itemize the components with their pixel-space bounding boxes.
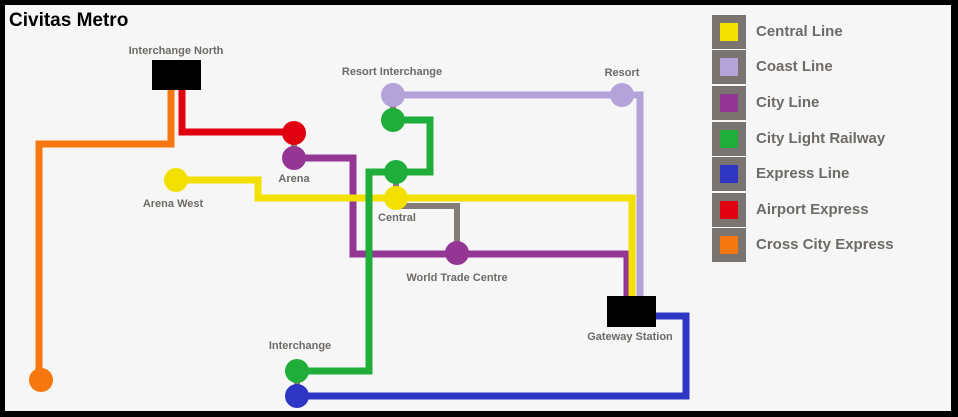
legend-swatch bbox=[712, 15, 746, 49]
coast-line bbox=[393, 91, 644, 297]
legend-label: Airport Express bbox=[756, 201, 869, 218]
station-interchange-clr[interactable] bbox=[285, 359, 309, 383]
station-central-clr[interactable] bbox=[384, 160, 408, 184]
label-resort-interchange: Resort Interchange bbox=[342, 66, 442, 78]
legend-item-express-line: Express Line bbox=[712, 157, 952, 192]
legend-label: Coast Line bbox=[756, 58, 833, 75]
label-interchange: Interchange bbox=[269, 340, 331, 352]
legend-item-central-line: Central Line bbox=[712, 15, 952, 50]
cross-city-express-line bbox=[35, 90, 175, 380]
station-resort[interactable] bbox=[610, 83, 634, 107]
central-line bbox=[176, 176, 636, 297]
legend-label: Cross City Express bbox=[756, 236, 894, 253]
legend-swatch bbox=[712, 86, 746, 120]
legend-swatch bbox=[712, 228, 746, 262]
city-line bbox=[294, 154, 631, 297]
label-arena-west: Arena West bbox=[143, 198, 204, 210]
station-cross-city-terminus[interactable] bbox=[29, 368, 53, 392]
label-central: Central bbox=[378, 212, 416, 224]
legend-swatch bbox=[712, 193, 746, 227]
station-arena-airport[interactable] bbox=[282, 121, 306, 145]
express-line bbox=[297, 312, 690, 400]
station-central[interactable] bbox=[384, 186, 408, 210]
station-interchange-north[interactable] bbox=[152, 60, 201, 90]
legend-label: City Light Railway bbox=[756, 130, 886, 147]
legend-swatch bbox=[712, 157, 746, 191]
transfer-link bbox=[396, 203, 460, 253]
legend-swatch bbox=[712, 50, 746, 84]
legend-swatch bbox=[712, 122, 746, 156]
station-resort-interchange-clr[interactable] bbox=[381, 108, 405, 132]
station-gateway[interactable] bbox=[607, 296, 656, 327]
station-arena[interactable] bbox=[282, 146, 306, 170]
station-resort-interchange[interactable] bbox=[381, 83, 405, 107]
legend-label: Central Line bbox=[756, 23, 843, 40]
legend-label: City Line bbox=[756, 94, 820, 111]
legend-item-city-light-railway: City Light Railway bbox=[712, 122, 952, 157]
station-interchange[interactable] bbox=[285, 384, 309, 408]
legend-item-cross-city-express: Cross City Express bbox=[712, 228, 952, 263]
label-arena: Arena bbox=[278, 173, 310, 185]
legend-label: Express Line bbox=[756, 165, 850, 182]
legend-item-coast-line: Coast Line bbox=[712, 50, 952, 85]
label-interchange-north: Interchange North bbox=[129, 45, 224, 57]
airport-express-line bbox=[178, 90, 294, 136]
station-world-trade-centre[interactable] bbox=[445, 241, 469, 265]
label-resort: Resort bbox=[605, 67, 640, 79]
legend-item-airport-express: Airport Express bbox=[712, 193, 952, 228]
label-gateway-station: Gateway Station bbox=[587, 331, 673, 343]
map-title: Civitas Metro bbox=[9, 10, 129, 31]
label-world-trade-centre: World Trade Centre bbox=[406, 272, 507, 284]
station-arena-west[interactable] bbox=[164, 168, 188, 192]
legend-item-city-line: City Line bbox=[712, 86, 952, 121]
